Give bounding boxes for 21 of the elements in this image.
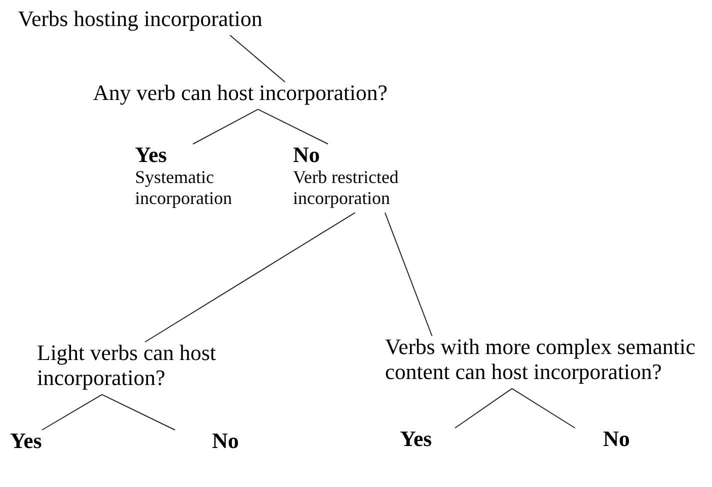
answer-description: Systematic incorporation (135, 167, 233, 209)
tree-branch-line (454, 388, 512, 428)
question-text: Verbs with more complex semantic content can host incorporation? (385, 334, 696, 385)
question-text: Light verbs can host incorporation? (37, 340, 218, 391)
answer-description: Verb restricted incorporation (293, 167, 400, 209)
tree-branch-line (384, 212, 432, 336)
answer-heading: No (212, 428, 240, 454)
tree-branch-line (258, 108, 328, 144)
tree-branch-line (192, 108, 258, 144)
question-text: Verbs hosting incorporation (18, 6, 264, 32)
tree-branch-line (512, 388, 576, 428)
tree-branch-line (144, 212, 356, 342)
question-text: Any verb can host incorporation? (93, 80, 388, 106)
answer-heading: Yes (135, 142, 168, 168)
answer-heading: Yes (400, 426, 433, 452)
tree-branch-line (102, 394, 176, 430)
answer-heading: No (603, 426, 631, 452)
answer-heading: Yes (10, 428, 43, 454)
tree-branch-line (42, 394, 102, 430)
tree-branch-line (230, 34, 286, 82)
answer-heading: No (293, 142, 321, 168)
